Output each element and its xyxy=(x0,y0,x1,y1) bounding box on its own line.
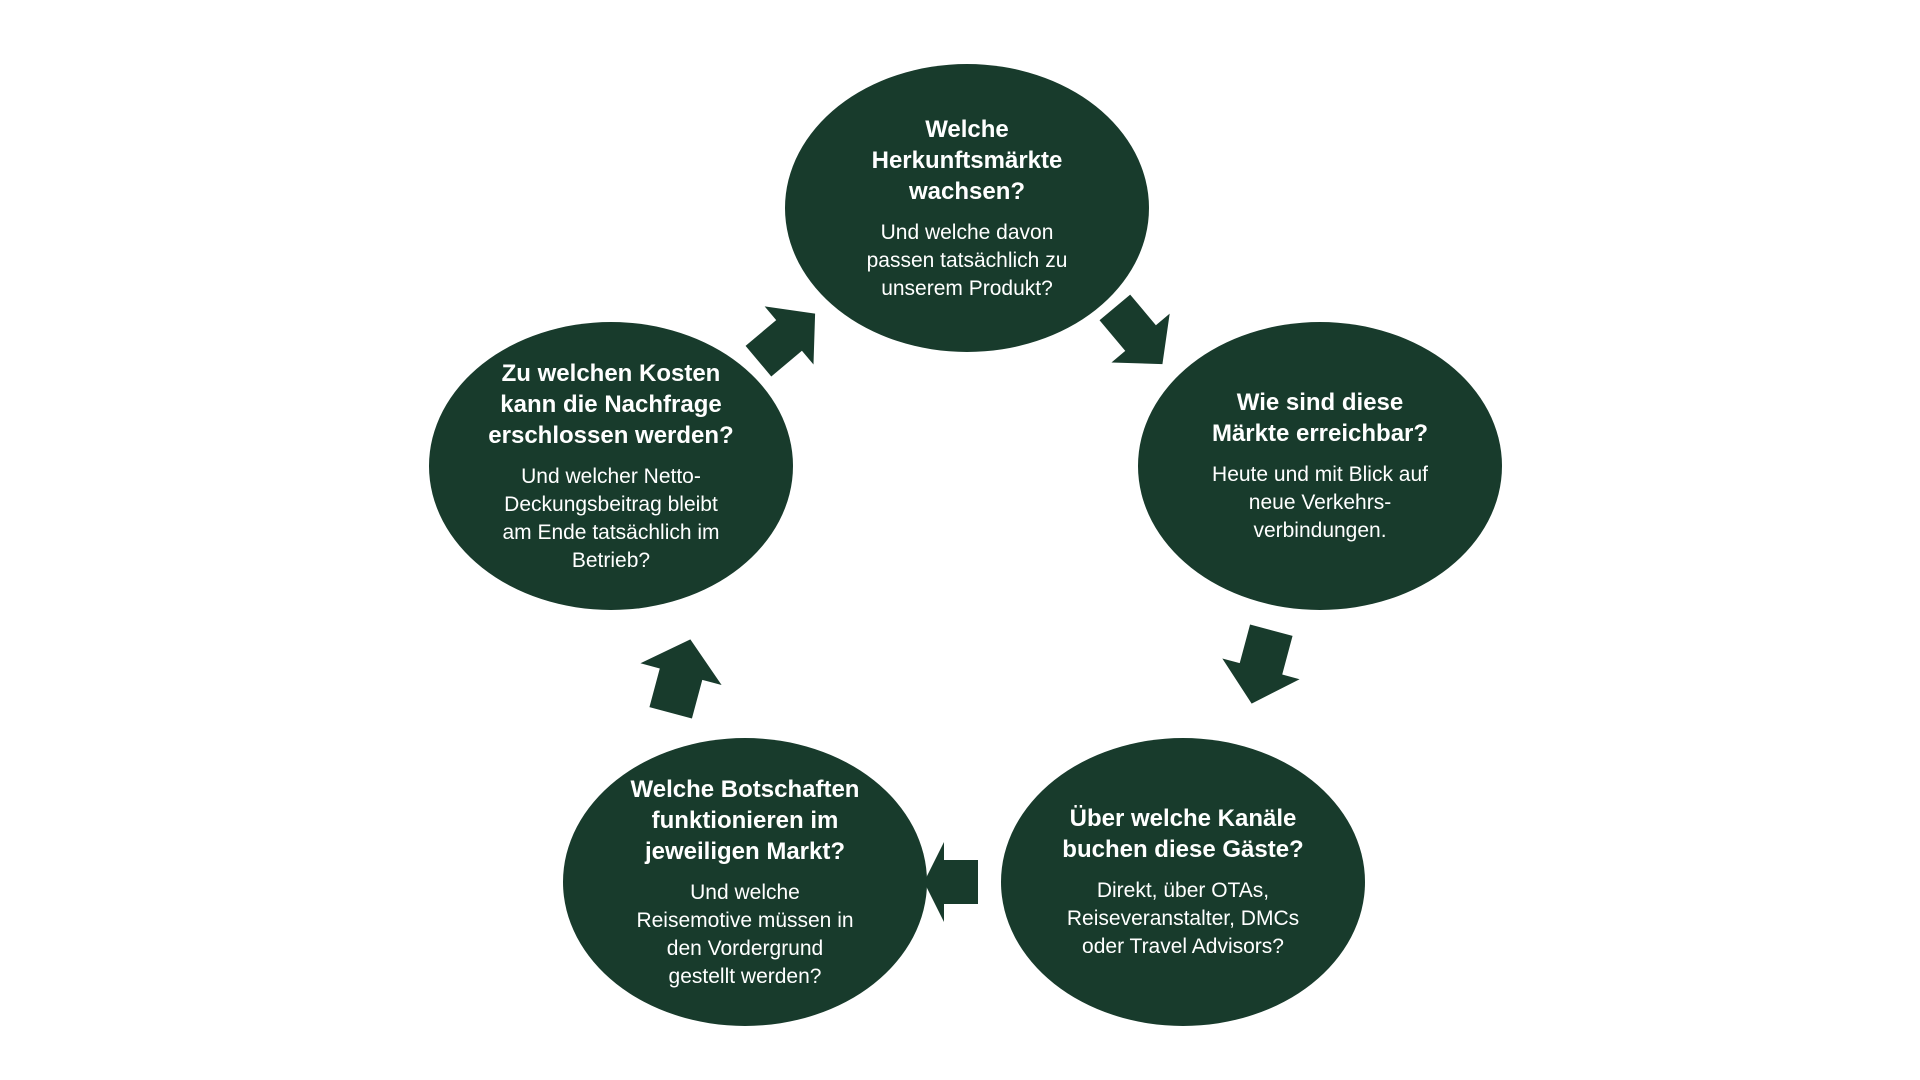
arrow-5-to-1 xyxy=(745,306,816,377)
arrow-1-to-2 xyxy=(1099,294,1170,365)
step-question: Wie sind diese Märkte erreichbar? xyxy=(1211,389,1429,447)
step-question: Welche Botschaften funktionieren im jewe… xyxy=(630,775,860,865)
step-botschaften: Welche Botschaften funktionieren im jewe… xyxy=(563,738,927,1026)
step-question: Über welche Kanäle buchen diese Gäste? xyxy=(1062,805,1304,863)
step-erreichbarkeit: Wie sind diese Märkte erreichbar? Heute … xyxy=(1138,322,1502,610)
step-question: Zu welchen Kosten kann die Nachfrage ers… xyxy=(488,359,734,449)
step-buchungskanaele: Über welche Kanäle buchen diese Gäste? D… xyxy=(1001,738,1365,1026)
arrow-2-to-3 xyxy=(1222,624,1300,704)
step-detail: Heute und mit Blick auf neue Verkehrs- v… xyxy=(1212,463,1428,542)
step-question: Welche Herkunftsmärkte wachsen? xyxy=(871,115,1063,205)
step-detail: Und welche Reisemotive müssen in den Vor… xyxy=(636,880,854,988)
step-detail: Und welcher Netto- Deckungsbeitrag bleib… xyxy=(502,464,720,572)
arrow-3-to-4 xyxy=(924,842,978,922)
step-detail: Direkt, über OTAs, Reiseveranstalter, DM… xyxy=(1066,879,1300,958)
step-herkunftsmaerkte: Welche Herkunftsmärkte wachsen? Und welc… xyxy=(785,64,1149,352)
step-detail: Und welche davon passen tatsächlich zu u… xyxy=(866,220,1068,300)
arrow-4-to-5 xyxy=(640,639,722,719)
step-kosten: Zu welchen Kosten kann die Nachfrage ers… xyxy=(429,322,793,610)
